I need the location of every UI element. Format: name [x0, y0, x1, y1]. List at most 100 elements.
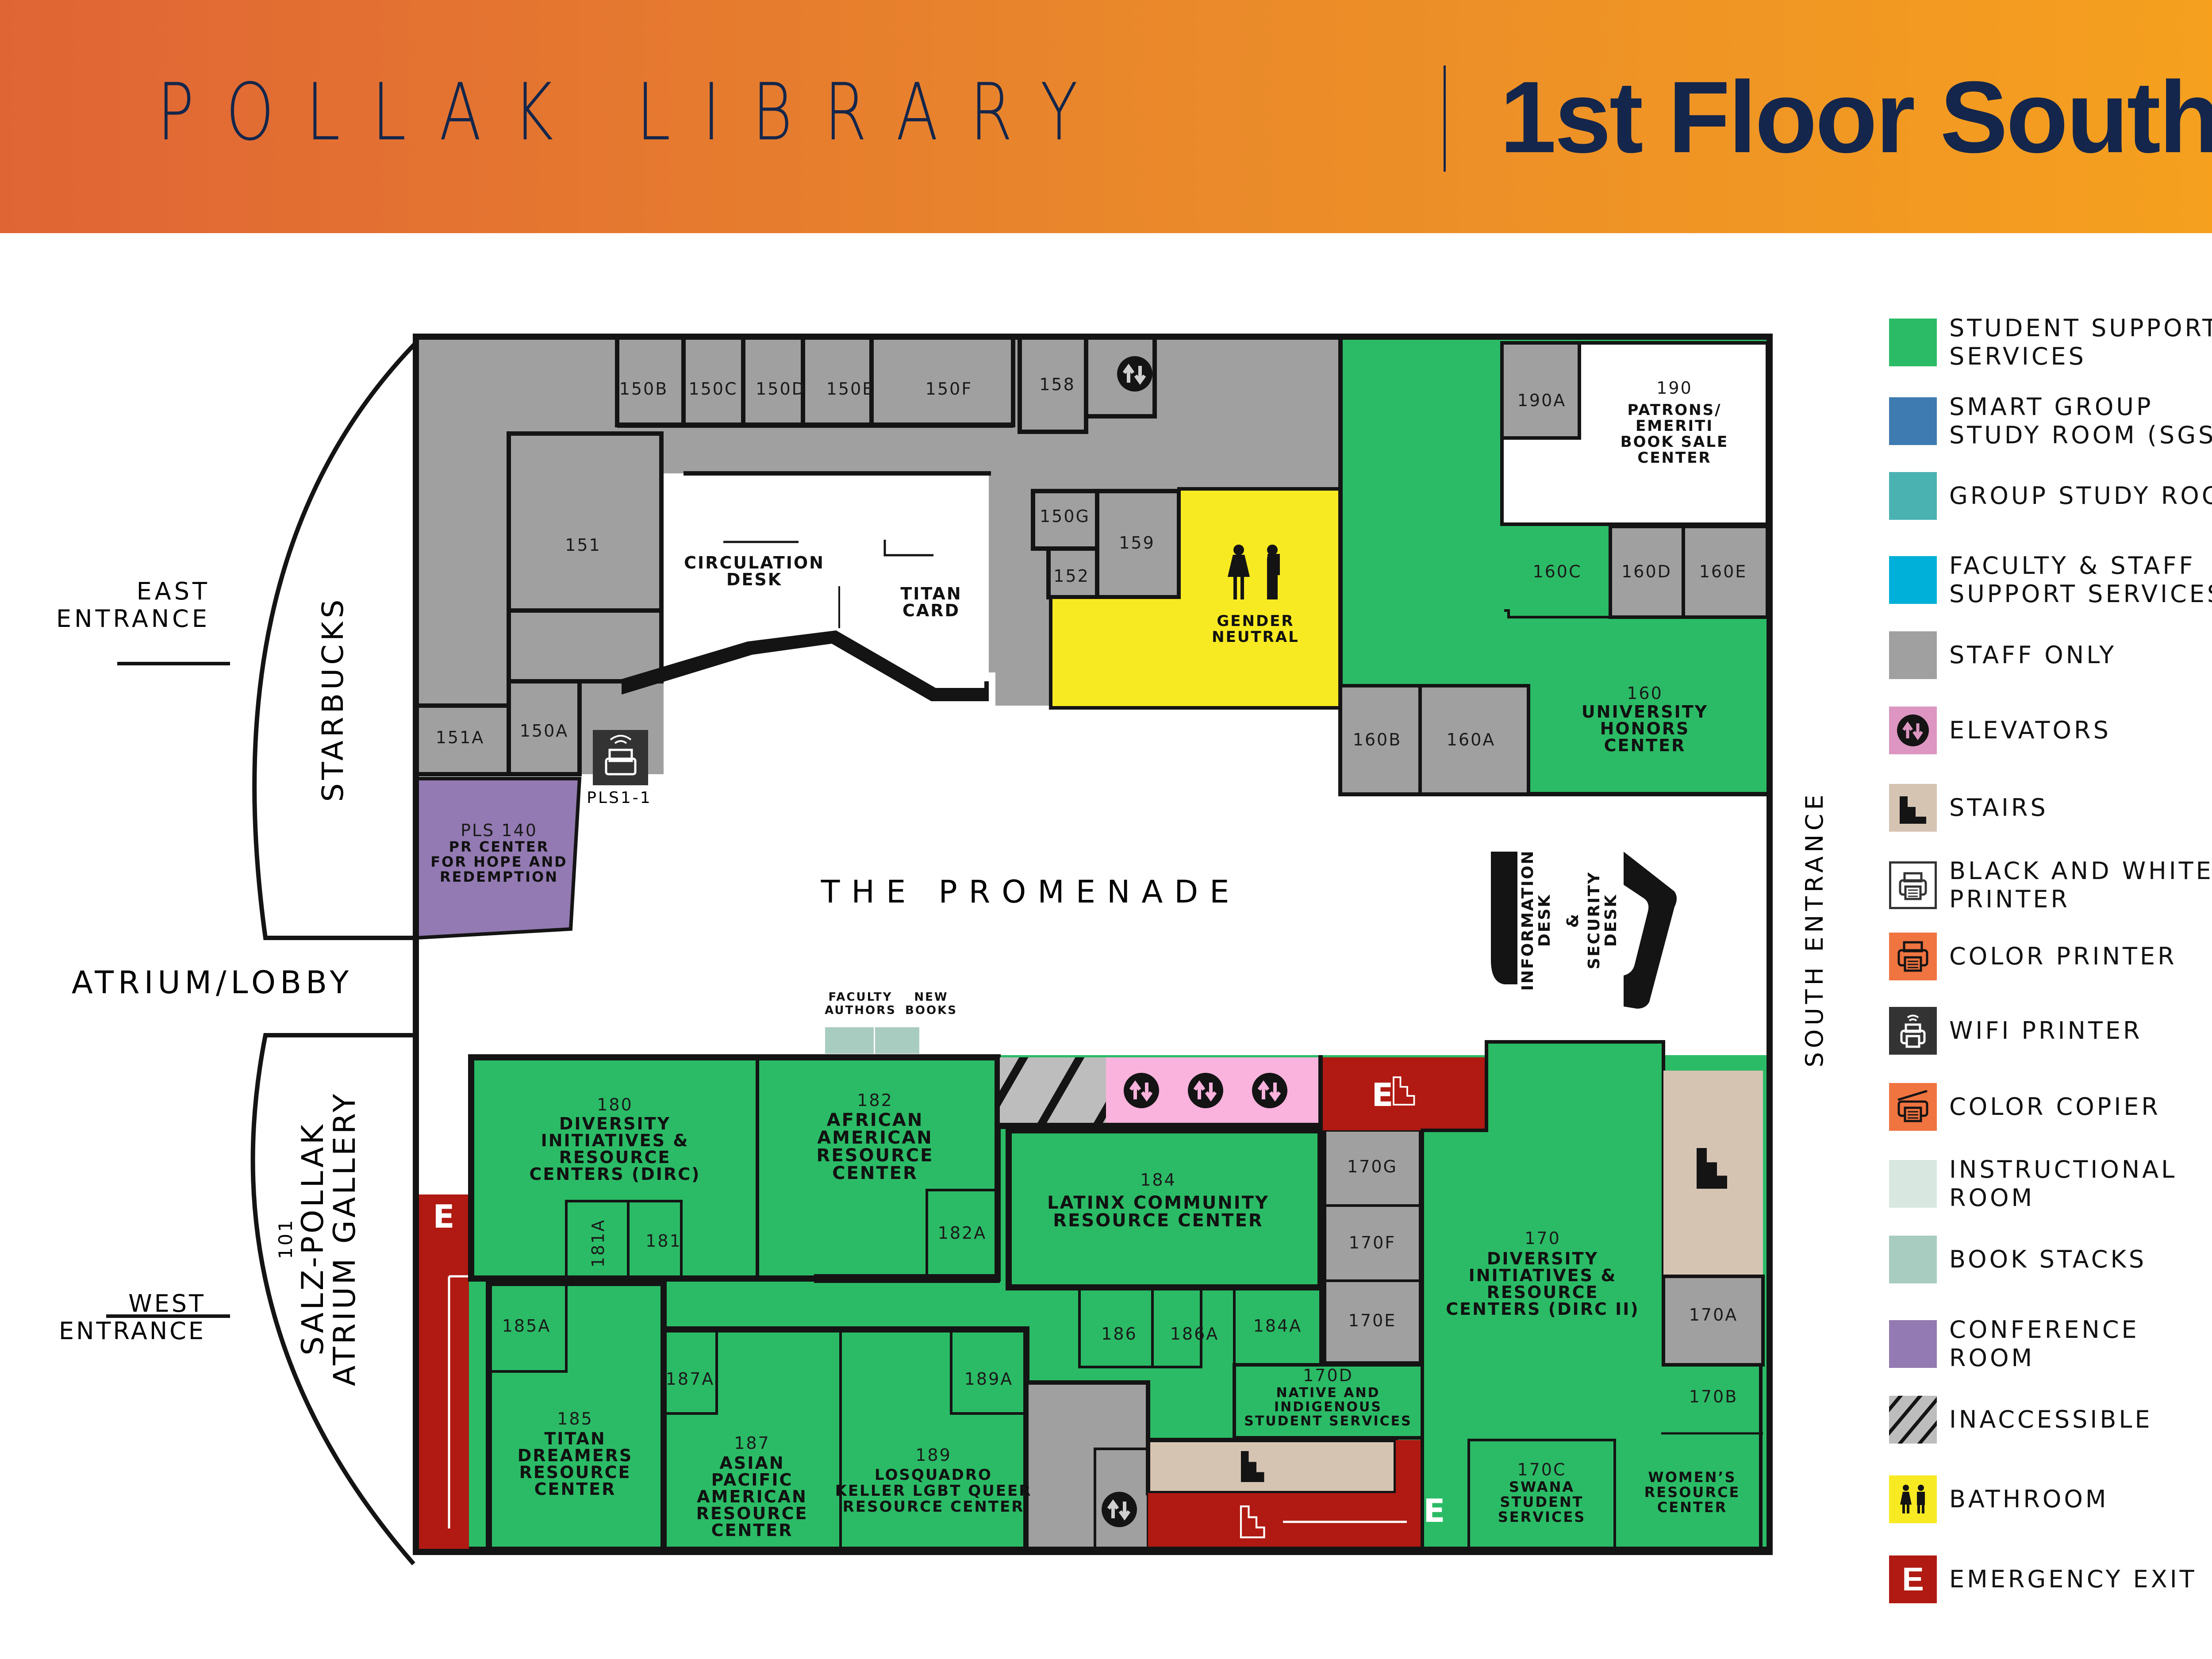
circulation-counter [622, 630, 989, 701]
room-150f-label: 150F [926, 379, 972, 399]
room-170e-label: 170E [1348, 1311, 1397, 1330]
room-189a-label: 189A [964, 1369, 1014, 1389]
bw-printer-icon [1889, 861, 1937, 909]
bathroom-icon [1889, 1475, 1937, 1523]
room-190a-label: 190A [1517, 391, 1567, 410]
emergency-exit-icon-west: E [433, 1198, 454, 1235]
room-160a [1418, 684, 1530, 796]
room-182a-label: 182A [938, 1223, 987, 1243]
room-160d [1609, 525, 1685, 619]
room-182-label: 182 [857, 1091, 893, 1110]
elevator-icon-1 [1124, 1073, 1159, 1108]
legend-color-printer: COLOR PRINTER [1889, 933, 2177, 980]
room-181 [627, 1200, 683, 1280]
swatch-conference [1889, 1320, 1937, 1368]
room-150g-label: 150G [1040, 507, 1090, 526]
room-170a-label: 170A [1689, 1305, 1738, 1325]
swatch-book-stacks [1889, 1236, 1937, 1283]
elevator-icon-lower [1102, 1492, 1137, 1527]
room-151a-label: 151A [436, 728, 485, 747]
room-186a [1151, 1286, 1202, 1368]
room-190-label: 190 [1656, 378, 1693, 398]
elevator-icon-2 [1188, 1073, 1223, 1108]
emergency-exit-west [418, 1194, 564, 1552]
room-159-label: 159 [1119, 533, 1155, 553]
room-185a [488, 1282, 568, 1373]
bathroom-icon [1227, 545, 1280, 599]
room-187a-label: 187A [666, 1369, 715, 1389]
legend-instructional: INSTRUCTIONAL ROOM [1889, 1156, 2177, 1212]
room-151 [507, 431, 664, 613]
room-180-label: 180 [597, 1095, 633, 1114]
legend-stairs: STAIRS [1889, 784, 2048, 832]
legend-book-stacks: BOOK STACKS [1889, 1236, 2147, 1283]
elevator-icon [1889, 707, 1937, 754]
room-170f [1324, 1204, 1421, 1282]
room-181-label: 181 [645, 1231, 682, 1251]
room-160-label: 160 [1627, 684, 1663, 703]
room-187a [662, 1328, 718, 1415]
room-181a-label: 181A [588, 1219, 608, 1268]
information-desk [1491, 852, 1517, 984]
wifi-printer-icon [1889, 1007, 1937, 1055]
room-150d-label: 150D [756, 379, 806, 399]
room-160a-label: 160A [1447, 730, 1496, 749]
header-divider [1444, 65, 1446, 172]
legend-group-study: GROUP STUDY ROOM [1889, 472, 2212, 520]
wifi-printer-icon[interactable] [593, 730, 648, 785]
gallery-number: 101 [275, 1218, 296, 1259]
legend-elevators: ELEVATORS [1889, 707, 2111, 754]
color-printer-icon [1889, 933, 1937, 980]
starbucks-label: STARBUCKS [316, 596, 350, 802]
faculty-authors-stack [825, 1027, 874, 1054]
room-185a-label: 185A [502, 1316, 551, 1336]
room-170a [1662, 1275, 1765, 1367]
room-pls140-label: PLS 140 [461, 821, 538, 840]
emergency-exit-icon-south: E [1423, 1492, 1445, 1529]
room-170c-label: 170C [1517, 1460, 1566, 1479]
room-160c-label: 160C [1532, 562, 1582, 581]
gallery-pavilion [250, 1033, 416, 1566]
color-copier-icon [1889, 1083, 1937, 1131]
swatch-group-study [1889, 472, 1937, 520]
room-170d-label: 170D [1303, 1366, 1353, 1385]
legend-bathroom: BATHROOM [1889, 1475, 2109, 1523]
room-170b-label: 170B [1689, 1387, 1738, 1406]
legend-conference: CONFERENCE ROOM [1889, 1316, 2139, 1372]
new-books-stack [875, 1027, 919, 1054]
promenade-label: THE PROMENADE [821, 874, 1241, 910]
room-151-label: 151 [565, 535, 601, 555]
security-desk [1624, 852, 1677, 1009]
emergency-exit-east [1323, 1057, 1486, 1130]
information-desk-label: INFORMATIONDESK [1519, 849, 1554, 991]
legend-emergency-exit: E EMERGENCY EXIT [1889, 1555, 2197, 1603]
swatch-instructional [1889, 1160, 1937, 1208]
room-160b-label: 160B [1353, 730, 1402, 749]
room-187-label: 187 [734, 1433, 770, 1453]
emergency-exit-icon: E [1889, 1555, 1937, 1603]
floor-title: 1st Floor South [1500, 60, 2212, 174]
room-189-label: 189 [915, 1445, 952, 1465]
room-150b-label: 150B [619, 379, 668, 399]
room-186a-label: 186A [1170, 1324, 1219, 1344]
atrium-lobby-label: ATRIUM/LOBBY [72, 964, 353, 1001]
room-160d-label: 160D [1621, 562, 1672, 581]
legend-faculty-staff: FACULTY & STAFF SUPPORT SERVICES [1889, 552, 2212, 608]
room-150a-label: 150A [520, 721, 569, 741]
room-170f-label: 170F [1349, 1233, 1396, 1252]
legend-staff-only: STAFF ONLY [1889, 631, 2116, 679]
emergency-exit-icon-east: E [1371, 1076, 1393, 1114]
